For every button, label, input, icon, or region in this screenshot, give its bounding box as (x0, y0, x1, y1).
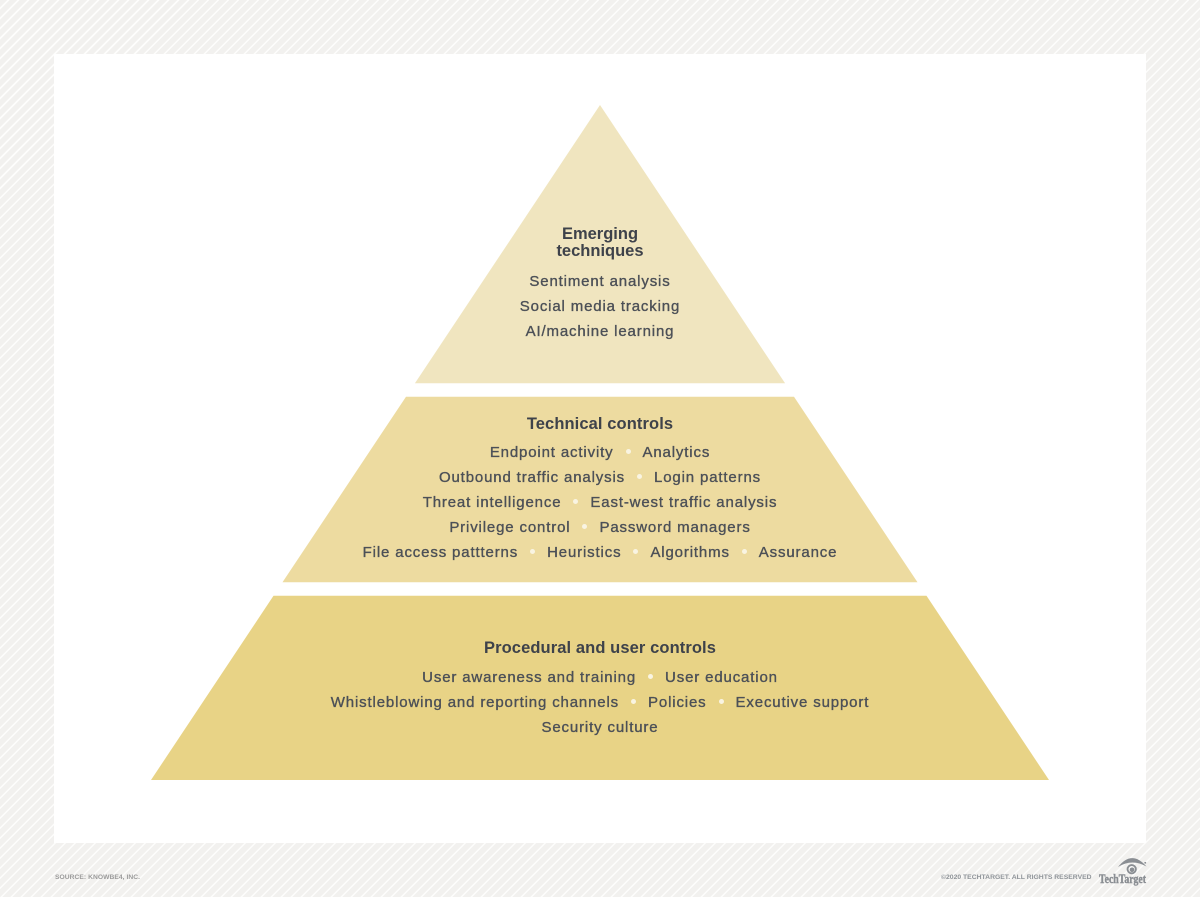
svg-text:TechTarget: TechTarget (1099, 871, 1146, 886)
